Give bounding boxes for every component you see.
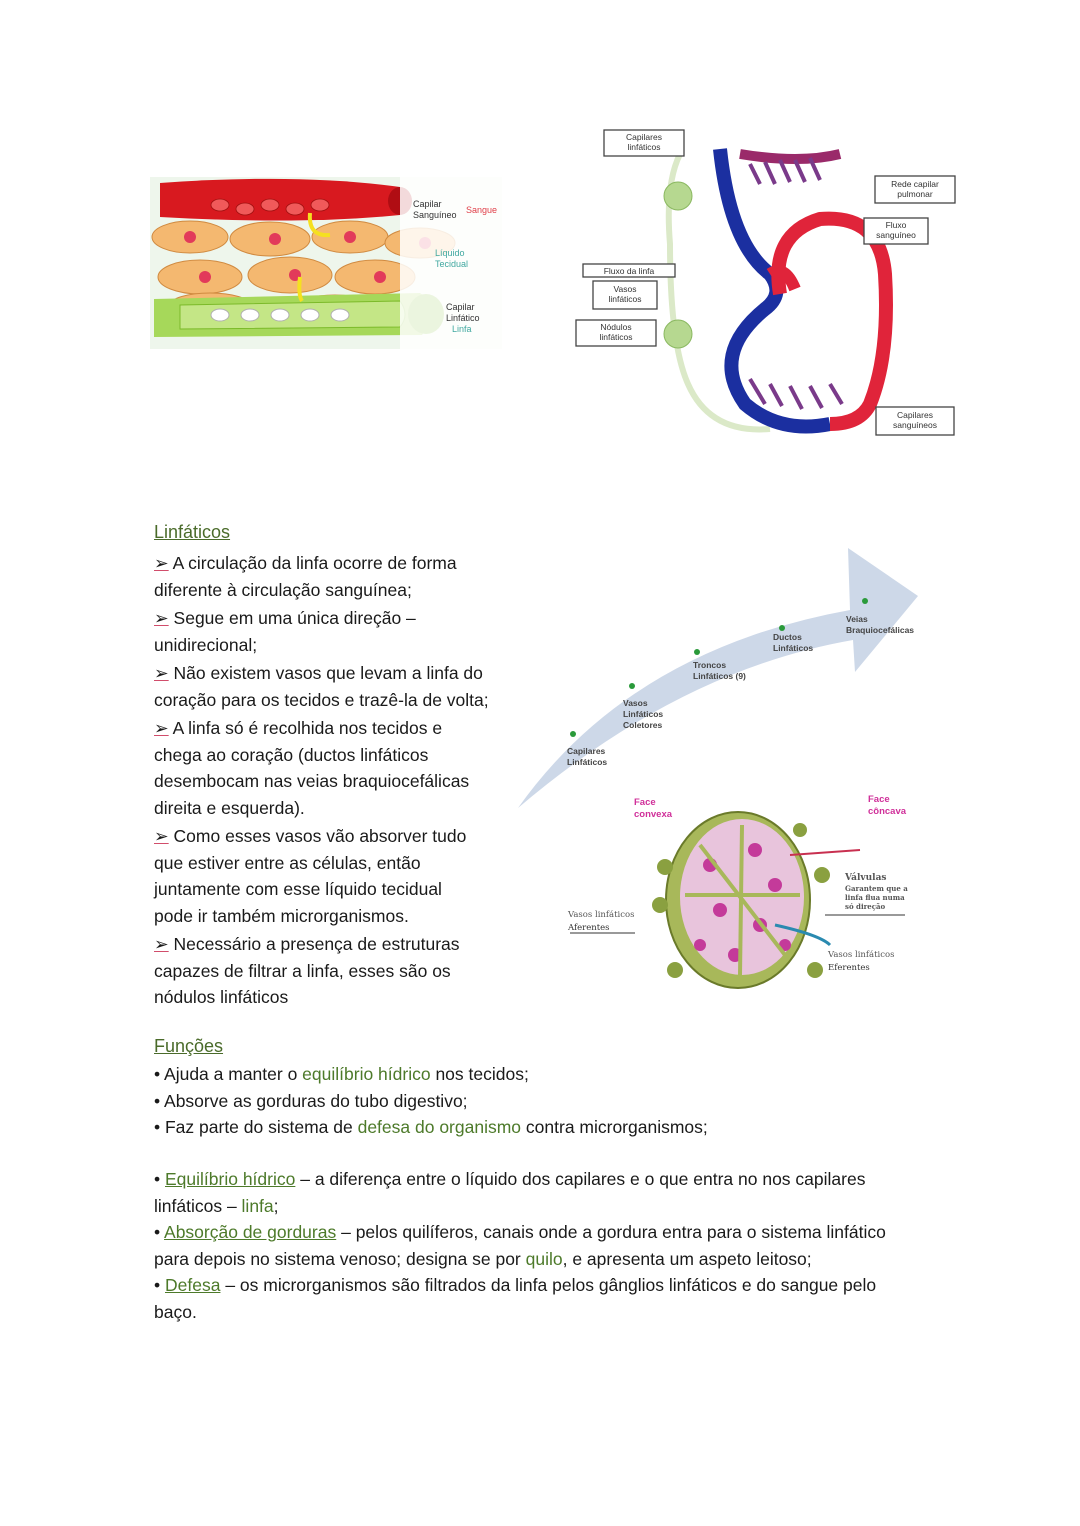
bullet-arrow-icon: ➢ [154, 553, 169, 573]
list-item: ➢ Segue em uma única direção –unidirecio… [154, 608, 416, 655]
bullet-arrow-icon: ➢ [154, 663, 169, 683]
list-item: ➢ Não existem vasos que levam a linfa do… [154, 663, 489, 710]
heading-linfaticos: Linfáticos [154, 522, 231, 542]
bullet-arrow-icon: ➢ [154, 608, 169, 628]
list-item: • Ajuda a manter o equilíbrio hídrico no… [154, 1064, 529, 1084]
funcoes-list: • Ajuda a manter o equilíbrio hídrico no… [154, 1061, 944, 1141]
bullet-arrow-icon: ➢ [154, 718, 169, 738]
list-item: • Equilíbrio hídrico – a diferença entre… [154, 1169, 866, 1216]
label-sangue: Sangue [466, 205, 497, 215]
list-item: • Absorção de gorduras – pelos quilífero… [154, 1222, 886, 1269]
definitions-list: • Equilíbrio hídrico – a diferença entre… [154, 1166, 944, 1325]
bullet-arrow-icon: ➢ [154, 934, 169, 954]
label-linfa: Linfa [452, 324, 472, 334]
list-item: • Absorve as gorduras do tubo digestivo; [154, 1090, 468, 1111]
bullet-arrow-icon: ➢ [154, 826, 169, 846]
list-item: • Defesa – os microrganismos são filtrad… [154, 1275, 877, 1322]
heading-funcoes: Funções [154, 1036, 224, 1056]
label-fluxo-linfa: Fluxo da linfa [604, 266, 655, 276]
list-item: • Faz parte do sistema de defesa do orga… [154, 1117, 708, 1137]
